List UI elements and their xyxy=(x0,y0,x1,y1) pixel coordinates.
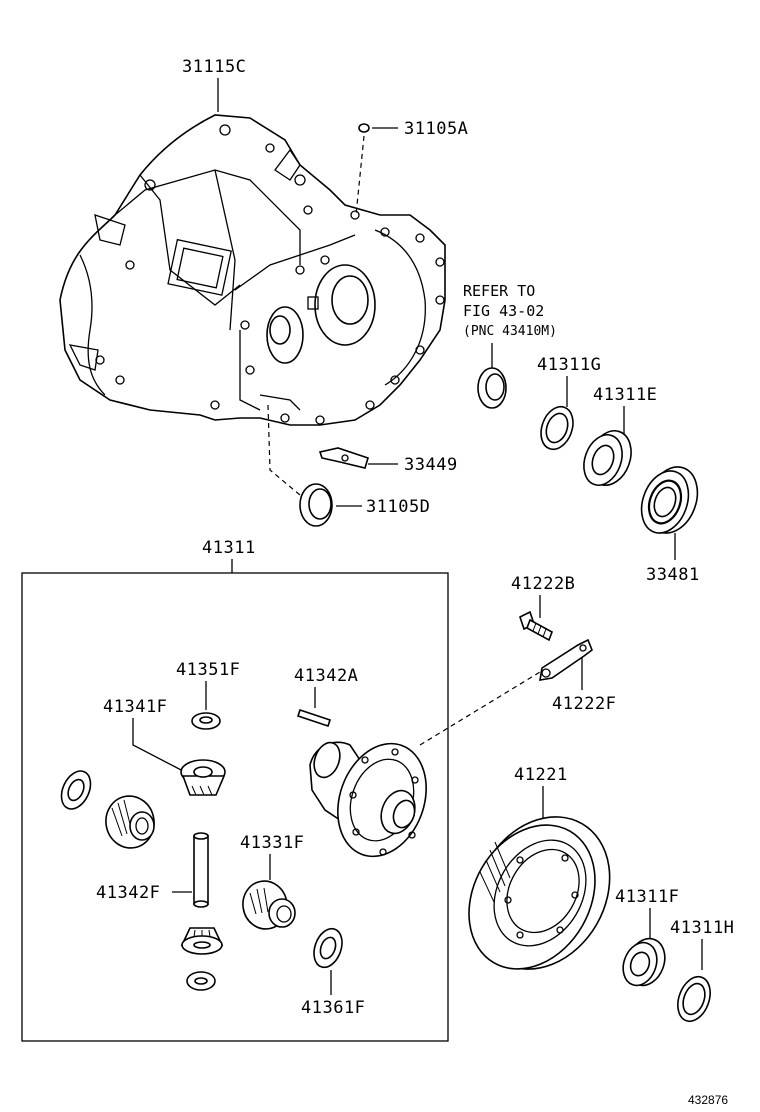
label-33449: 33449 xyxy=(404,455,458,475)
label-41311e: 41311E xyxy=(593,385,657,405)
label-41311f: 41311F xyxy=(615,887,679,907)
label-41341f: 41341F xyxy=(103,697,167,717)
washer-41351f xyxy=(191,712,221,730)
plug-31105a xyxy=(358,123,370,133)
label-33481: 33481 xyxy=(646,565,700,585)
washer-41311h xyxy=(677,975,711,1023)
label-41221: 41221 xyxy=(514,765,568,785)
oil-seal-33481 xyxy=(640,466,699,534)
pin-41342a xyxy=(296,708,332,728)
label-31115c: 31115C xyxy=(182,57,246,77)
washer-41361f xyxy=(313,927,343,969)
transaxle-case-drawing xyxy=(59,114,446,426)
bearing-41311e xyxy=(583,430,632,486)
ring-gear-41221 xyxy=(468,816,611,970)
label-41222b: 41222B xyxy=(511,574,575,594)
label-41311g: 41311G xyxy=(537,355,601,375)
refer-to-line1: REFER TO xyxy=(463,282,535,300)
figure-reference-number: 432876 xyxy=(688,1093,728,1107)
oil-seal-refer xyxy=(477,367,507,409)
label-41342f: 41342F xyxy=(96,883,160,903)
plate-33449 xyxy=(318,447,369,469)
label-41351f: 41351F xyxy=(176,660,240,680)
side-gear-41331f xyxy=(242,880,296,930)
differential-case-41311 xyxy=(309,741,427,858)
seal-31105d xyxy=(299,483,333,527)
label-41311: 41311 xyxy=(202,538,256,558)
pinion-gear-41341f xyxy=(180,759,226,796)
pinion-gear-lower xyxy=(180,927,224,955)
label-31105a: 31105A xyxy=(404,119,468,139)
washer-41311g xyxy=(540,405,574,451)
label-41342a: 41342A xyxy=(294,666,358,686)
refer-to-line2: FIG 43-02 xyxy=(463,302,544,320)
thrust-washer-left xyxy=(60,770,92,810)
bearing-41311f xyxy=(622,937,666,987)
bolt-41222b xyxy=(519,610,553,642)
label-41311h: 41311H xyxy=(670,918,734,938)
differential-assembly-box xyxy=(21,572,449,1042)
label-41222f: 41222F xyxy=(552,694,616,714)
washer-lower xyxy=(186,971,216,991)
lock-plate-41222f xyxy=(539,638,593,681)
side-gear-left xyxy=(105,795,155,849)
label-41361f: 41361F xyxy=(301,998,365,1018)
label-31105d: 31105D xyxy=(366,497,430,517)
refer-to-line3: (PNC 43410M) xyxy=(463,324,557,339)
label-41331f: 41331F xyxy=(240,833,304,853)
pinion-shaft-41342f xyxy=(193,832,209,908)
